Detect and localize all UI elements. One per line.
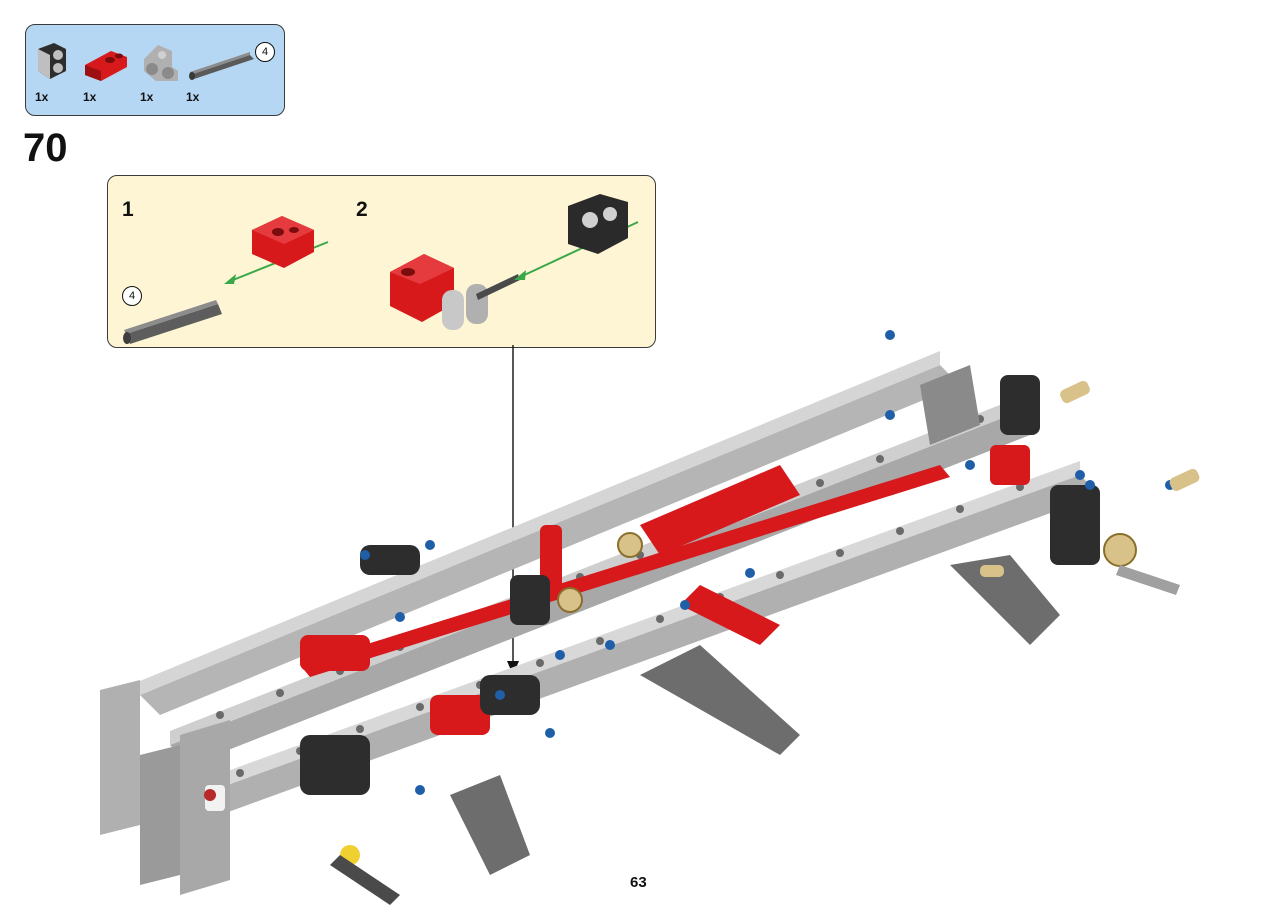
substep-2-illustration <box>390 194 639 330</box>
axle-length-badge: 4 <box>255 42 275 62</box>
parts-list: 1x 1x 1x 1x 4 <box>25 24 285 116</box>
chassis-model-illustration <box>100 330 1200 905</box>
part-qty: 1x <box>35 90 49 104</box>
part-qty: 1x <box>140 90 154 104</box>
substep-number: 2 <box>356 198 368 221</box>
part-qty: 1x <box>186 90 200 104</box>
black-connector-part <box>38 43 66 79</box>
step-number: 70 <box>23 126 68 170</box>
axle-part <box>189 52 254 80</box>
axle-length-badge: 4 <box>122 286 142 306</box>
substep-number: 1 <box>122 198 134 221</box>
red-connector-part <box>85 51 127 81</box>
part-qty: 1x <box>83 90 97 104</box>
grey-connector-part <box>144 45 178 81</box>
substep-1-illustration <box>123 216 329 344</box>
page-number: 63 <box>630 874 647 891</box>
sub-assembly-callout: 1 2 4 <box>107 175 656 348</box>
